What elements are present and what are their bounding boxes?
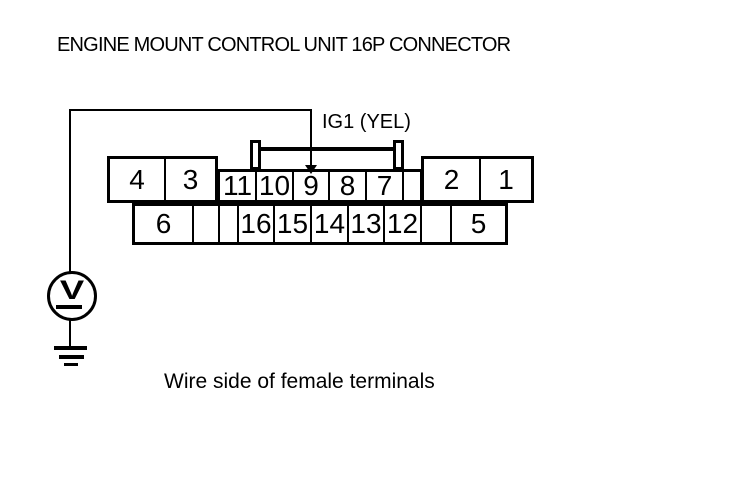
wire-label: IG1 (YEL)	[322, 111, 411, 133]
pin-cell-blank	[218, 206, 237, 242]
voltmeter-underline	[56, 305, 82, 309]
pin-cell-1: 1	[479, 159, 531, 200]
pin-cell-blank	[402, 172, 420, 200]
pin-cell-2: 2	[443, 163, 460, 195]
wire-left-vertical	[69, 109, 71, 273]
pin-cell-15: 15	[273, 206, 310, 242]
pin-cell-blank	[192, 206, 218, 242]
pin-cell-3: 3	[164, 159, 215, 200]
pin-cell-4: 4	[129, 163, 145, 195]
pin-cell-6: 6	[155, 208, 172, 239]
connector-row-bottom: 6 16 15 14 13 12 5	[132, 203, 508, 245]
wire-horizontal	[69, 109, 312, 111]
pin-cell-16: 16	[237, 206, 273, 242]
voltmeter-icon: V	[47, 271, 97, 321]
pin-cell-5: 5	[450, 206, 505, 242]
wire-meter-to-ground	[69, 315, 71, 348]
connector-row-top-middle: 11 10 9 8 7	[217, 169, 423, 203]
connector-block-top-left: 4 3	[107, 156, 218, 203]
voltmeter-symbol: V	[59, 275, 85, 305]
pin-cell-11: 11	[222, 170, 253, 201]
pin-cell-9: 9	[292, 170, 328, 201]
latch-tab-left	[250, 140, 261, 170]
pin-cell-7: 7	[365, 170, 402, 201]
ground-icon	[54, 346, 87, 350]
pin-cell-10: 10	[255, 170, 292, 201]
arrowhead-icon	[305, 165, 317, 174]
wire-drop-to-pin9	[310, 109, 312, 167]
caption: Wire side of female terminals	[164, 370, 435, 393]
ground-icon	[59, 355, 84, 359]
pin-cell-13: 13	[347, 206, 383, 242]
pin-cell-8: 8	[328, 170, 365, 201]
pin-cell-12: 12	[383, 206, 420, 242]
connector-block-top-right: 2 1	[421, 156, 534, 203]
latch-tab-right	[393, 140, 404, 170]
ground-icon	[64, 363, 78, 366]
pin-cell-14: 14	[310, 206, 347, 242]
diagram-title: ENGINE MOUNT CONTROL UNIT 16P CONNECTOR	[57, 34, 511, 56]
pin-cell-blank	[420, 206, 450, 242]
connector-latch-bridge	[256, 147, 400, 170]
